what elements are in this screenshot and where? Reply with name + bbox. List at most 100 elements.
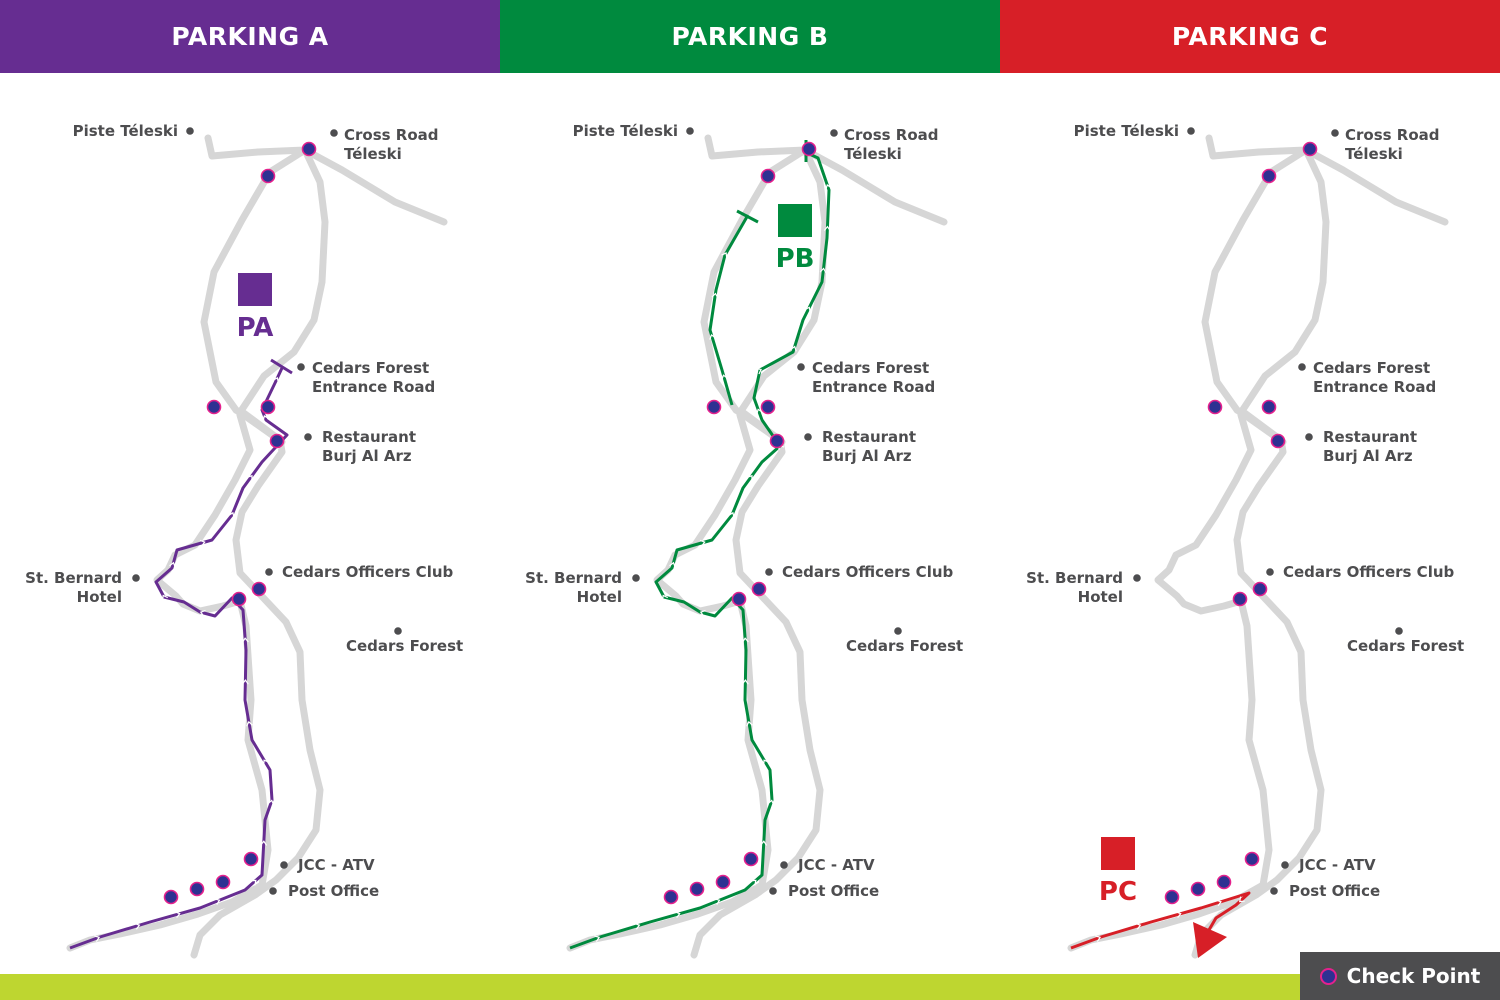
parking-icon[interactable] <box>778 204 812 237</box>
place-dot <box>765 568 773 576</box>
checkpoint-marker[interactable] <box>663 889 679 905</box>
label-cedars-officers-club: Cedars Officers Club <box>782 563 954 581</box>
checkpoint-marker[interactable] <box>1232 591 1248 607</box>
tab-parking-b[interactable]: PARKING B <box>500 0 1000 73</box>
route-arrowhead <box>1193 922 1227 958</box>
label-burj-al-arz: Burj Al Arz <box>822 447 912 465</box>
label-jcc-atv: JCC - ATV <box>1298 856 1376 874</box>
direction-arrow <box>804 306 811 313</box>
checkpoint-marker[interactable] <box>1164 889 1180 905</box>
place-dot <box>1266 568 1274 576</box>
place-dot <box>804 433 812 441</box>
label-hotel: Hotel <box>577 588 622 606</box>
checkpoint-marker[interactable] <box>260 399 276 415</box>
label-cedars-forest: Cedars Forest <box>1347 637 1464 655</box>
direction-arrow <box>1238 896 1245 903</box>
direction-arrow <box>741 679 749 685</box>
direction-arrow <box>199 609 206 617</box>
checkpoint-marker[interactable] <box>163 889 179 905</box>
checkpoint-marker[interactable] <box>1216 874 1232 890</box>
label-restaurant: Restaurant <box>1323 428 1417 446</box>
direction-arrow <box>134 922 141 930</box>
checkpoint-marker[interactable] <box>1261 168 1277 184</box>
label-burj-al-arz: Burj Al Arz <box>1323 447 1413 465</box>
checkpoint-marker[interactable] <box>706 399 722 415</box>
place-dot <box>132 574 140 582</box>
direction-arrow <box>1095 935 1102 942</box>
direction-arrow <box>250 879 257 886</box>
label-post-office: Post Office <box>288 882 379 900</box>
checkpoint-marker[interactable] <box>1261 399 1277 415</box>
checkpoint-marker[interactable] <box>1252 581 1268 597</box>
direction-arrow <box>750 879 757 886</box>
checkpoint-marker[interactable] <box>1190 881 1206 897</box>
direction-arrow <box>241 679 249 685</box>
direction-arrow <box>199 539 206 547</box>
parking-header: PARKING A PARKING B PARKING C <box>0 0 1500 73</box>
route-end-mark <box>736 209 759 224</box>
direction-arrow <box>174 911 181 919</box>
road <box>690 586 824 959</box>
label-jcc-atv: JCC - ATV <box>297 856 375 874</box>
checkpoint-marker[interactable] <box>206 399 222 415</box>
label-cross-road-teleski: Téleski <box>1345 145 1403 163</box>
route-end-mark <box>270 358 293 375</box>
parking-icon[interactable] <box>1101 837 1135 870</box>
label-st-bernard: St. Bernard <box>25 569 122 587</box>
checkpoint-marker[interactable] <box>1244 851 1260 867</box>
direction-arrow <box>741 637 749 643</box>
tab-parking-a[interactable]: PARKING A <box>0 0 500 73</box>
checkpoint-marker[interactable] <box>1207 399 1223 415</box>
label-post-office: Post Office <box>1289 882 1380 900</box>
direction-arrow <box>1135 922 1142 930</box>
place-dot <box>297 363 305 371</box>
checkpoint-marker[interactable] <box>215 874 231 890</box>
place-dot <box>394 627 402 635</box>
checkpoint-marker[interactable] <box>760 399 776 415</box>
checkpoint-marker[interactable] <box>731 591 747 607</box>
direction-arrow <box>746 474 753 481</box>
checkpoint-marker[interactable] <box>251 581 267 597</box>
label-restaurant: Restaurant <box>822 428 916 446</box>
label-cedars-forest-entrance: Cedars Forest <box>1313 359 1430 377</box>
checkpoint-marker[interactable] <box>301 141 317 157</box>
checkpoint-marker[interactable] <box>801 141 817 157</box>
checkpoint-marker[interactable] <box>231 591 247 607</box>
label-piste-teleski: Piste Téleski <box>1074 122 1179 140</box>
place-dot <box>186 127 194 135</box>
direction-arrow <box>267 799 275 806</box>
direction-arrow <box>790 345 797 352</box>
label-cross-road: Cross Road <box>1345 126 1440 144</box>
label-piste-teleski: Piste Téleski <box>573 122 678 140</box>
place-dot <box>1133 574 1141 582</box>
direction-arrow <box>756 368 762 375</box>
checkpoint-marker[interactable] <box>689 881 705 897</box>
place-dot <box>330 129 338 137</box>
checkpoint-marker[interactable] <box>760 168 776 184</box>
checkpoint-marker[interactable] <box>269 433 285 449</box>
checkpoint-marker[interactable] <box>743 851 759 867</box>
place-dot <box>1281 861 1289 869</box>
road <box>1067 411 1273 952</box>
direction-arrow <box>699 609 706 617</box>
parking-icon[interactable] <box>238 273 272 306</box>
direction-arrow <box>272 376 279 383</box>
tab-parking-c[interactable]: PARKING C <box>1000 0 1500 73</box>
checkpoint-marker[interactable] <box>715 874 731 890</box>
checkpoint-icon <box>1319 967 1337 985</box>
checkpoint-marker[interactable] <box>1302 141 1318 157</box>
checkpoint-marker[interactable] <box>260 168 276 184</box>
checkpoint-marker[interactable] <box>769 433 785 449</box>
checkpoint-marker[interactable] <box>1270 433 1286 449</box>
place-dot <box>280 861 288 869</box>
place-dot <box>1298 363 1306 371</box>
checkpoint-marker[interactable] <box>243 851 259 867</box>
checkpoint-marker[interactable] <box>189 881 205 897</box>
direction-arrow <box>728 511 735 518</box>
checkpoint-marker[interactable] <box>751 581 767 597</box>
label-cedars-forest-entrance: Cedars Forest <box>312 359 429 377</box>
direction-arrow <box>246 474 253 481</box>
direction-arrow <box>262 415 269 421</box>
